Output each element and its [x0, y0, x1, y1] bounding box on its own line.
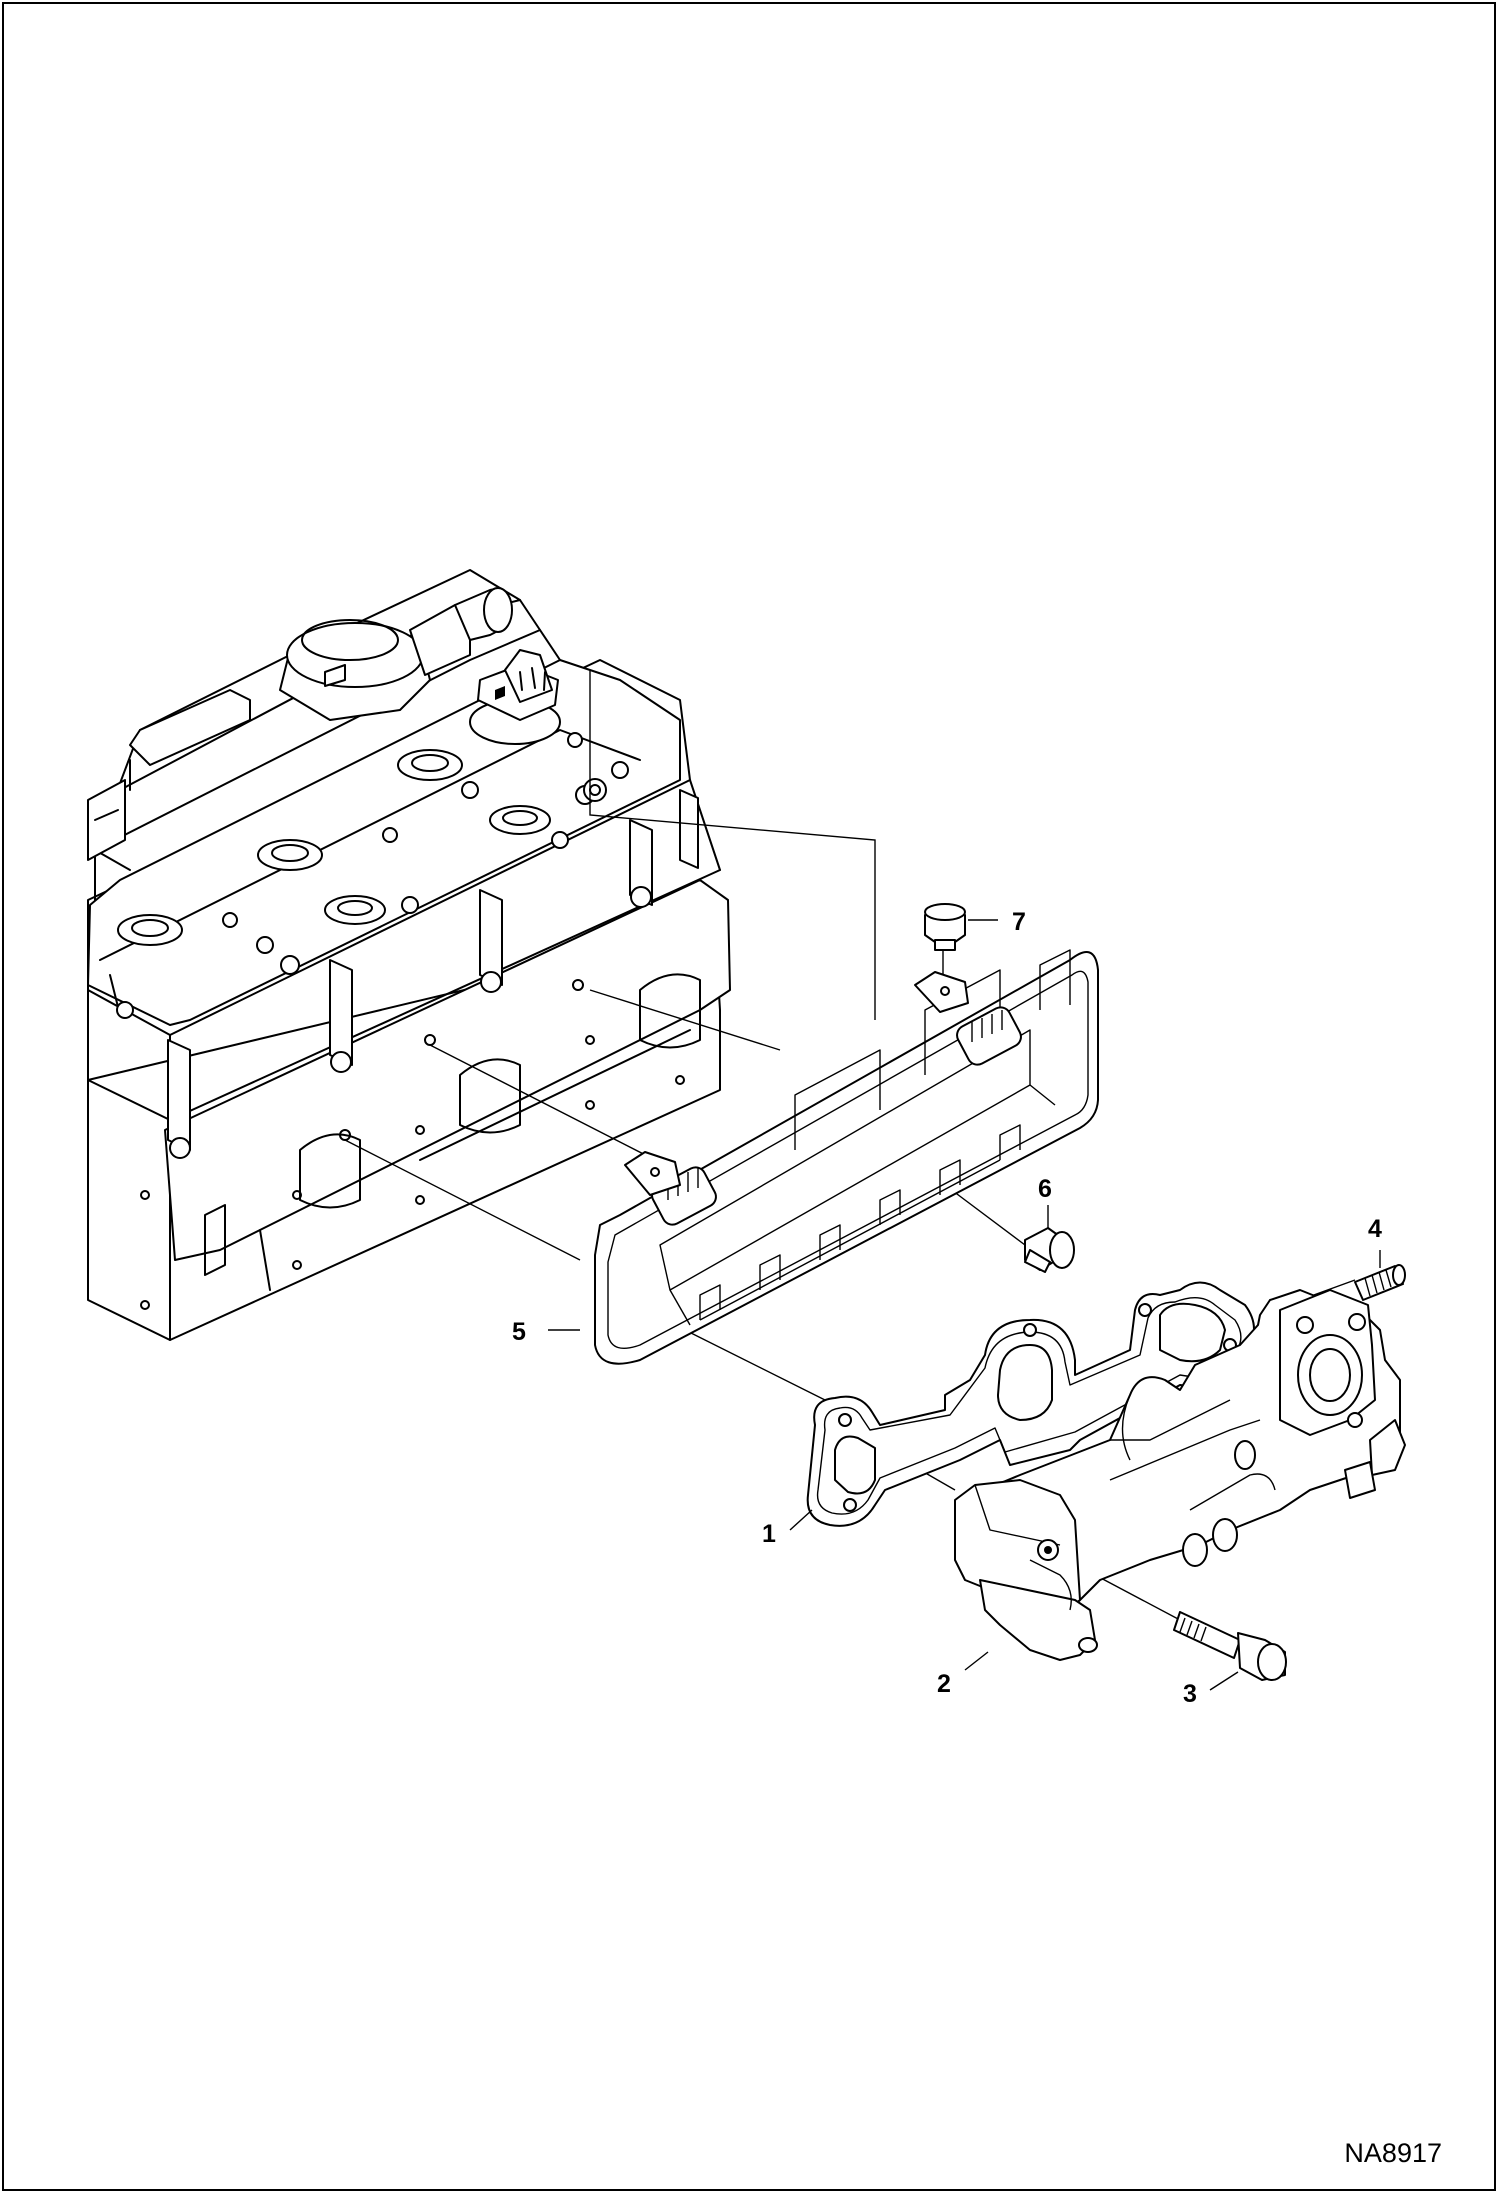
svg-text:1: 1 [762, 1520, 776, 1548]
callout-2: 2 [937, 1651, 989, 1698]
svg-text:2: 2 [937, 1670, 951, 1698]
leader-bolt-6 [944, 1184, 1026, 1246]
svg-text:5: 5 [512, 1318, 526, 1346]
exhaust-manifold-gasket [806, 1281, 1255, 1527]
heat-shield [594, 949, 1099, 1365]
shield-mount-tab [624, 1151, 681, 1196]
svg-text:3: 3 [1183, 1680, 1197, 1708]
leader-shield-top [589, 670, 876, 1020]
leader-shield-gasket [684, 1329, 846, 1411]
oil-filler-cap [469, 649, 561, 745]
manifold-stud-4 [1354, 1264, 1406, 1301]
svg-text:7: 7 [1012, 908, 1026, 936]
manifold-bolt-3 [1173, 1611, 1287, 1681]
leader-hole-upper [589, 989, 781, 1051]
svg-text:6: 6 [1038, 1175, 1052, 1203]
callout-7: 7 [968, 908, 1026, 936]
callout-5: 5 [512, 1318, 580, 1346]
shield-vent-window [956, 1006, 1022, 1066]
flange-bolt-7 [924, 903, 966, 951]
figure-id: NA8917 [1344, 2138, 1442, 2168]
engine-cylinder-head [87, 569, 731, 1341]
flange-bolt-6 [1024, 1227, 1075, 1273]
cover-bolt-posts [167, 789, 699, 1159]
leader-hole-lower [344, 1139, 581, 1261]
svg-text:4: 4 [1368, 1215, 1382, 1243]
exhaust-manifold [954, 1289, 1406, 1661]
breather-valve [279, 587, 513, 721]
callout-3: 3 [1183, 1671, 1239, 1708]
callout-6: 6 [1038, 1175, 1052, 1228]
spark-plug-seals [117, 749, 551, 946]
callout-1: 1 [762, 1509, 813, 1548]
leader-hole-middle [429, 1044, 666, 1166]
callout-4: 4 [1368, 1215, 1382, 1268]
